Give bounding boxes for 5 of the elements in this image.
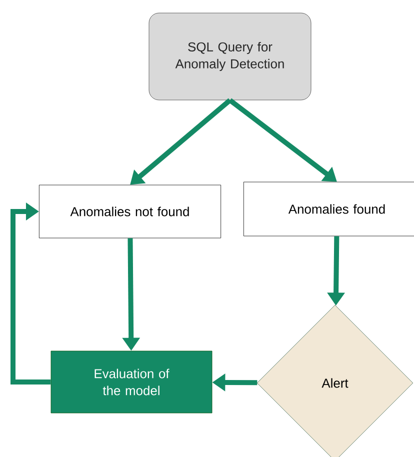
process-box: Evaluation of the model <box>50 350 212 414</box>
process-box: SQL Query for Anomaly Detection <box>148 12 312 100</box>
arrow <box>10 202 51 384</box>
process-box: Anomalies not found <box>38 184 222 238</box>
process-box: Anomalies found <box>243 182 414 236</box>
